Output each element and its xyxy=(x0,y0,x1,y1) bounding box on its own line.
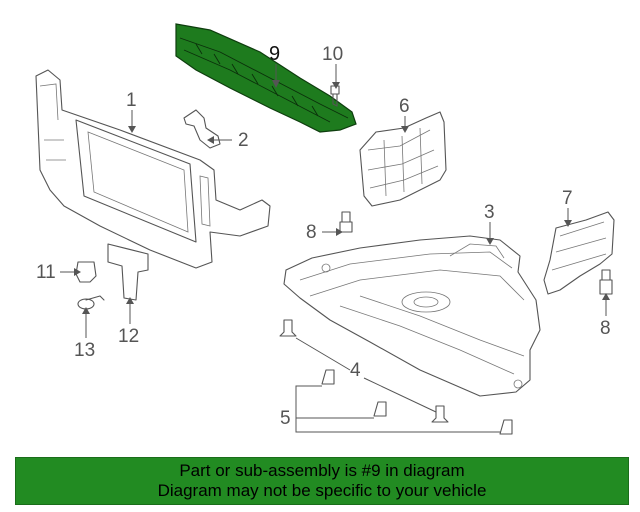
part-7-side-shield[interactable] xyxy=(543,211,615,295)
callout-2: 2 xyxy=(238,130,249,151)
callout-8-right: 8 xyxy=(600,318,611,339)
part-8-bolt-right[interactable] xyxy=(599,269,613,295)
part-13-screw[interactable] xyxy=(77,295,105,310)
callout-8-left: 8 xyxy=(306,222,317,243)
part-5-bolt-a[interactable] xyxy=(321,369,335,385)
callout-3: 3 xyxy=(484,202,495,223)
part-2-bracket[interactable] xyxy=(183,109,221,149)
callout-9: 9 xyxy=(269,43,280,65)
callout-4: 4 xyxy=(350,360,361,381)
callout-5: 5 xyxy=(280,408,291,429)
part-12-bracket[interactable] xyxy=(107,243,149,301)
info-banner: Part or sub-assembly is #9 in diagram Di… xyxy=(15,457,629,505)
part-5-bolt-c[interactable] xyxy=(499,419,513,435)
callout-12: 12 xyxy=(118,326,139,347)
callout-1: 1 xyxy=(126,90,137,111)
banner-line-1: Part or sub-assembly is #9 in diagram xyxy=(179,461,465,480)
callout-labels: 9 10 1 2 6 7 3 8 8 11 12 13 4 5 xyxy=(36,43,611,429)
part-1-radiator-support[interactable] xyxy=(35,69,271,269)
callout-13: 13 xyxy=(74,340,95,361)
leader-lines xyxy=(60,64,610,433)
part-6-side-shield[interactable] xyxy=(359,111,447,207)
part-5-bolt-b[interactable] xyxy=(373,401,387,417)
part-4-bolt-right[interactable] xyxy=(431,405,449,423)
callout-6: 6 xyxy=(399,96,410,117)
part-3-under-cover[interactable] xyxy=(283,235,541,397)
part-8-bolt-left[interactable] xyxy=(339,211,353,233)
callout-11: 11 xyxy=(36,262,56,283)
callout-10: 10 xyxy=(322,44,343,65)
banner-line-2: Diagram may not be specific to your vehi… xyxy=(157,481,487,500)
part-9-upper-shield[interactable] xyxy=(175,23,357,133)
part-4-bolt-left[interactable] xyxy=(279,319,297,337)
parts-diagram: 9 10 1 2 6 7 3 8 8 11 12 13 4 5 xyxy=(35,23,615,435)
callout-7: 7 xyxy=(562,188,573,209)
